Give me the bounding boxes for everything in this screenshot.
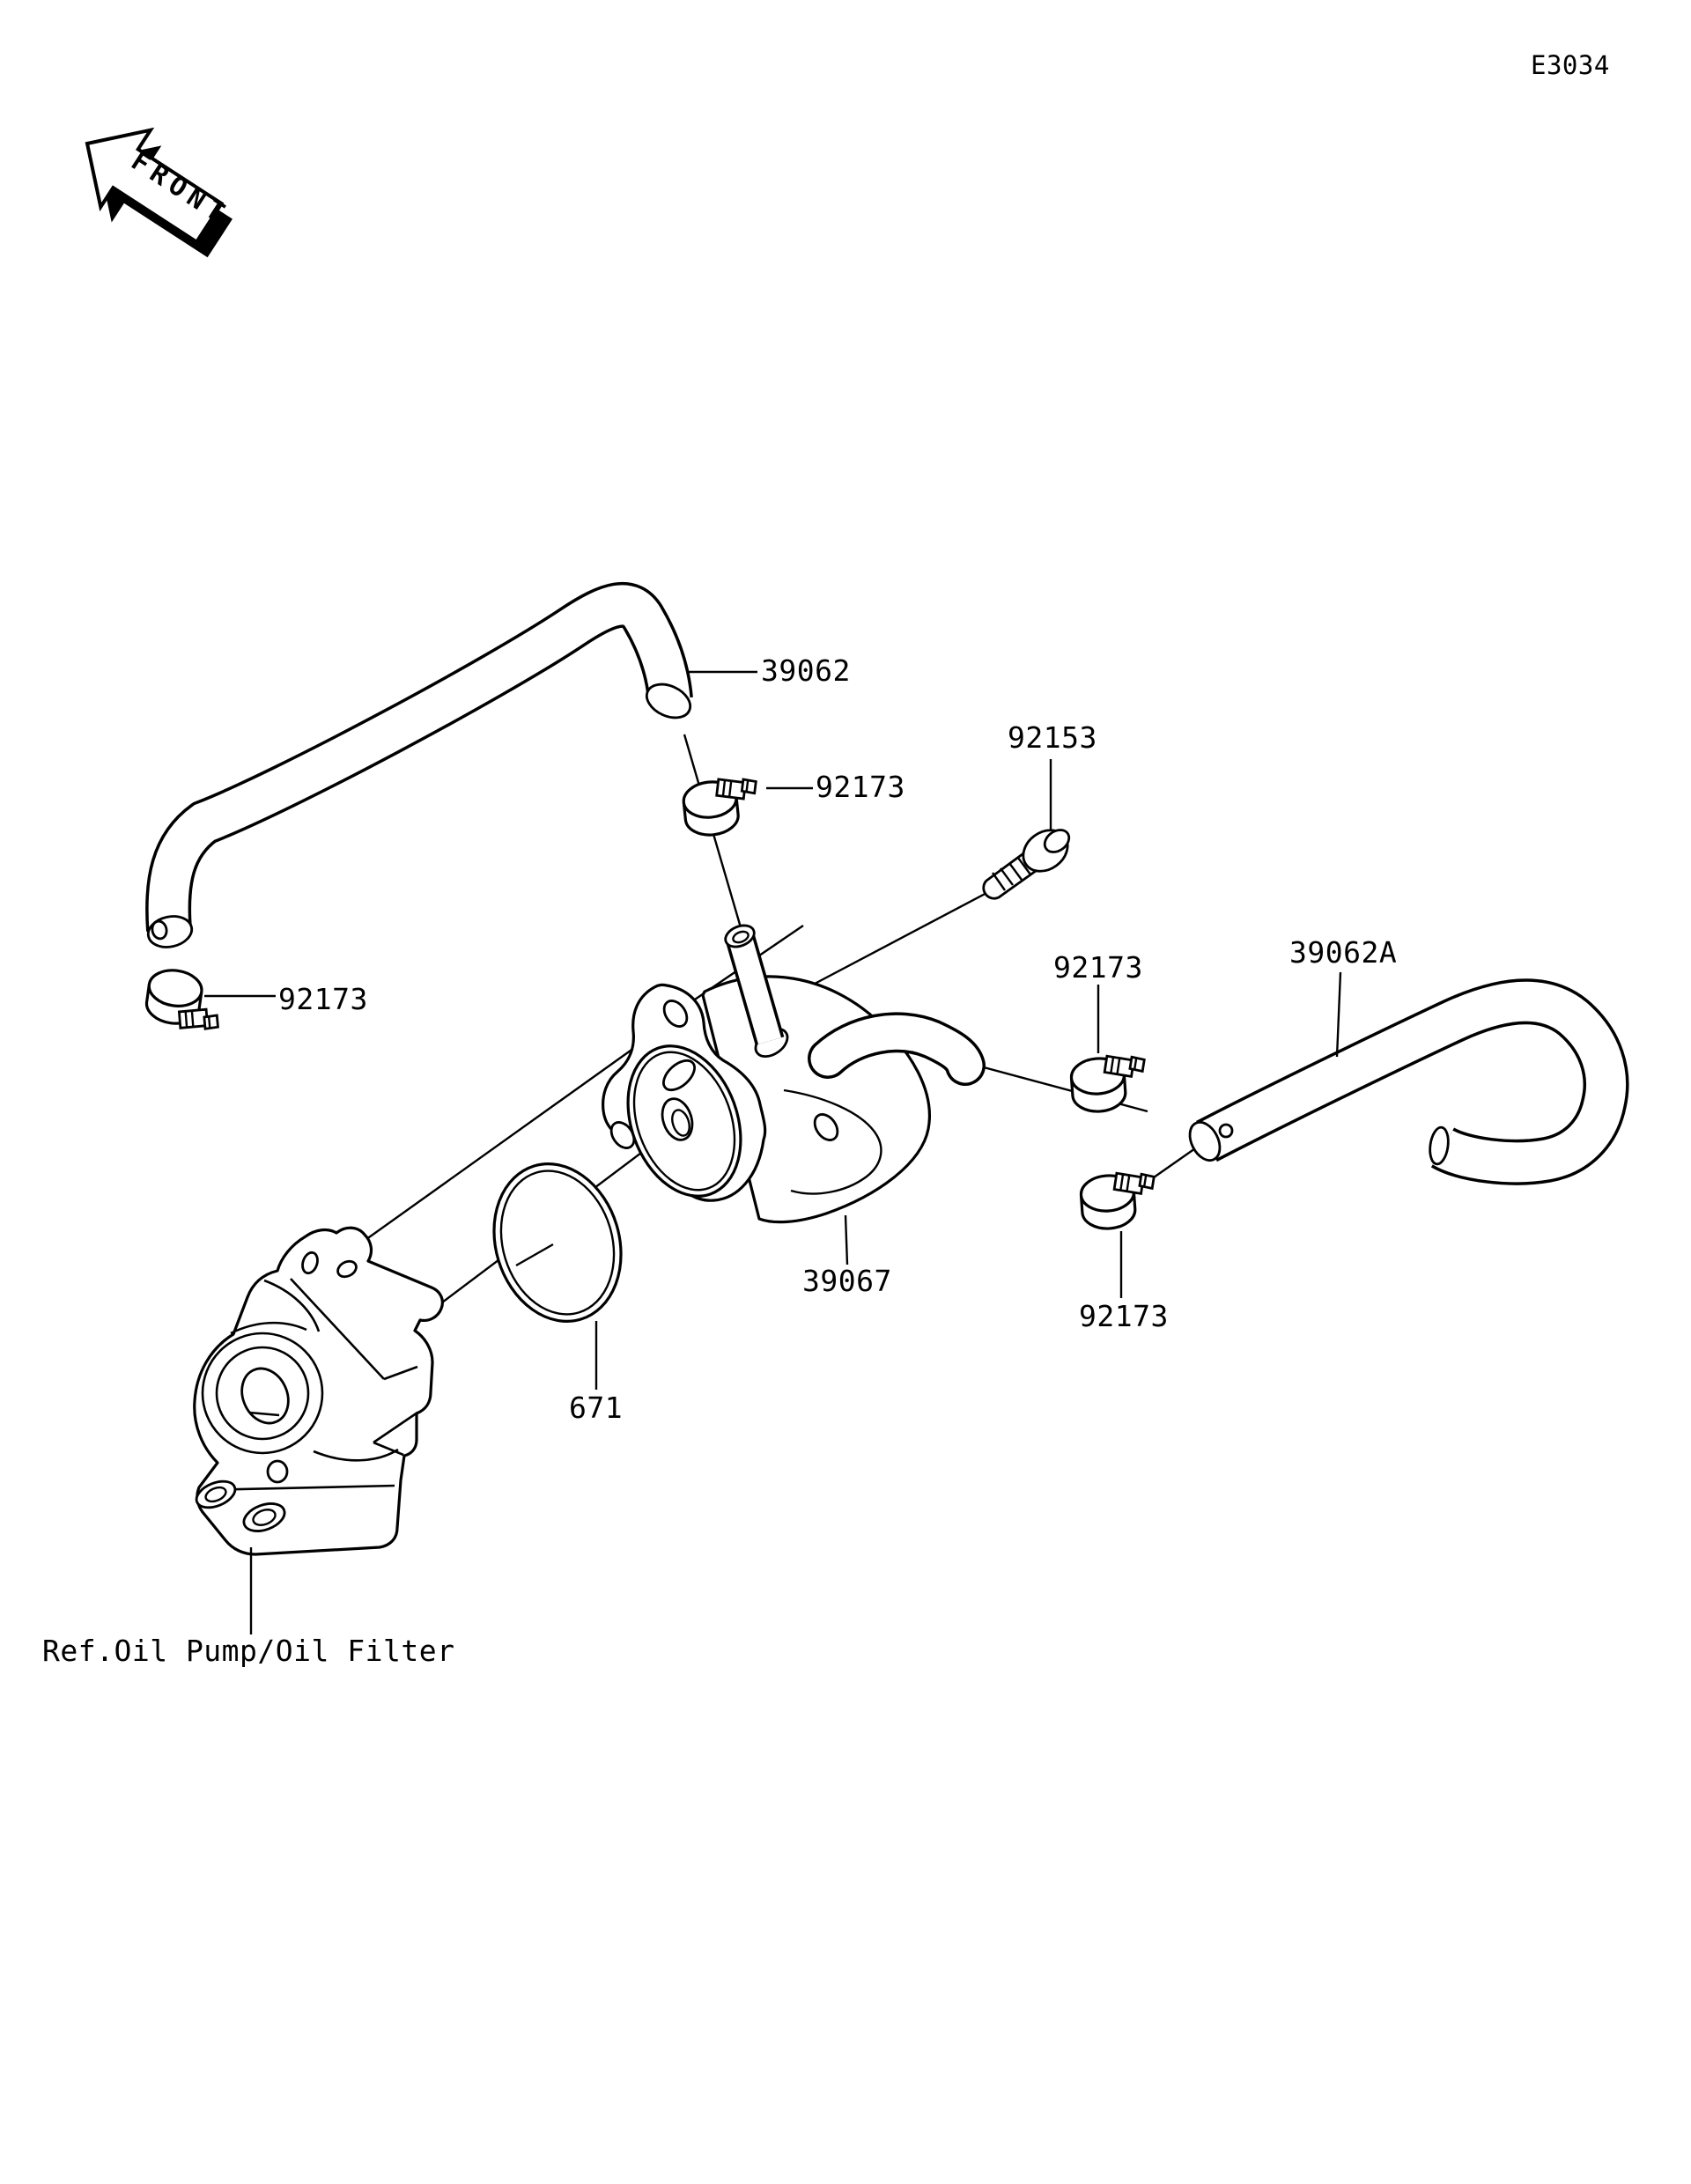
clamp-left	[143, 965, 222, 1035]
clamp-top	[680, 774, 759, 839]
callout-39067: 39067	[802, 1264, 892, 1298]
front-arrow-icon	[85, 127, 233, 258]
clamp-middle	[1068, 1051, 1147, 1115]
leader-lines	[204, 670, 1342, 1634]
callout-92153: 92153	[1008, 720, 1097, 755]
o-ring	[492, 1162, 623, 1323]
oil-pump-housing	[193, 1226, 444, 1556]
hose-39062a	[1188, 978, 1629, 1185]
callout-39062: 39062	[761, 653, 851, 688]
oil-cooler-pipe	[724, 924, 789, 1059]
callout-92173-middle: 92173	[1053, 950, 1143, 985]
reference-note: Ref.Oil Pump/Oil Filter	[42, 1634, 455, 1668]
oil-cooler-stub-hose	[808, 1012, 986, 1086]
callout-92173-left: 92173	[278, 982, 368, 1016]
page-code: E3034	[1531, 50, 1610, 80]
callout-92173-top: 92173	[816, 770, 905, 804]
clamp-bottom	[1078, 1169, 1156, 1232]
bolt-92153	[982, 829, 1071, 900]
callout-39062a: 39062A	[1289, 935, 1398, 970]
callout-92173-bottom: 92173	[1079, 1299, 1169, 1333]
callout-671: 671	[569, 1391, 624, 1425]
hose-39062	[145, 581, 693, 948]
